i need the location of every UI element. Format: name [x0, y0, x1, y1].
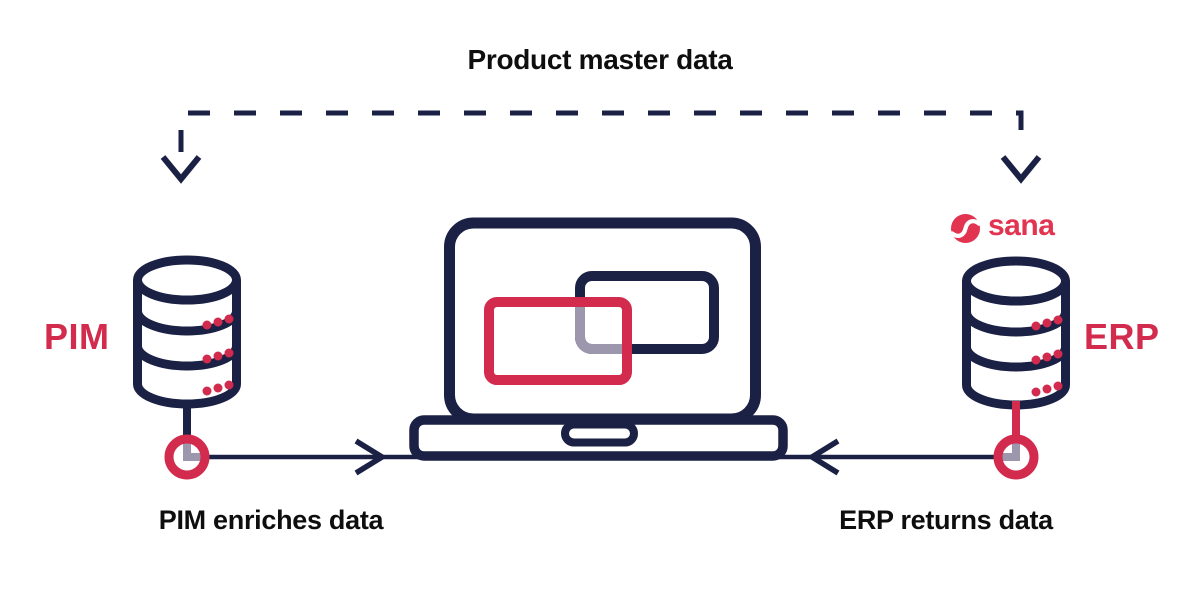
arrow-left-icon [806, 438, 840, 476]
pim-database-icon [138, 260, 237, 404]
product-master-data-flow [160, 110, 1042, 184]
pim-ring-icon [164, 434, 210, 480]
arrow-right-icon [354, 438, 388, 476]
erp-caption: ERP returns data [839, 505, 1053, 535]
screen-window-red [484, 297, 632, 385]
arrow-down-icon [1000, 155, 1042, 184]
laptop-icon [409, 217, 788, 461]
sana-logo-text: sana [988, 209, 1055, 242]
laptop-notch [561, 420, 638, 447]
pim-label: PIM [44, 316, 110, 357]
erp-database-icon [967, 261, 1066, 405]
sana-logo: sana [950, 209, 1055, 245]
erp-label: ERP [1084, 316, 1160, 357]
arrow-down-icon [160, 155, 202, 184]
pim-caption: PIM enriches data [158, 505, 384, 535]
dashed-flow-line [178, 110, 1024, 152]
diagram-title: Product master data [467, 44, 733, 75]
sana-s-icon [950, 213, 981, 243]
erp-ring-icon [993, 434, 1039, 480]
screen-window-overlap [575, 307, 622, 354]
